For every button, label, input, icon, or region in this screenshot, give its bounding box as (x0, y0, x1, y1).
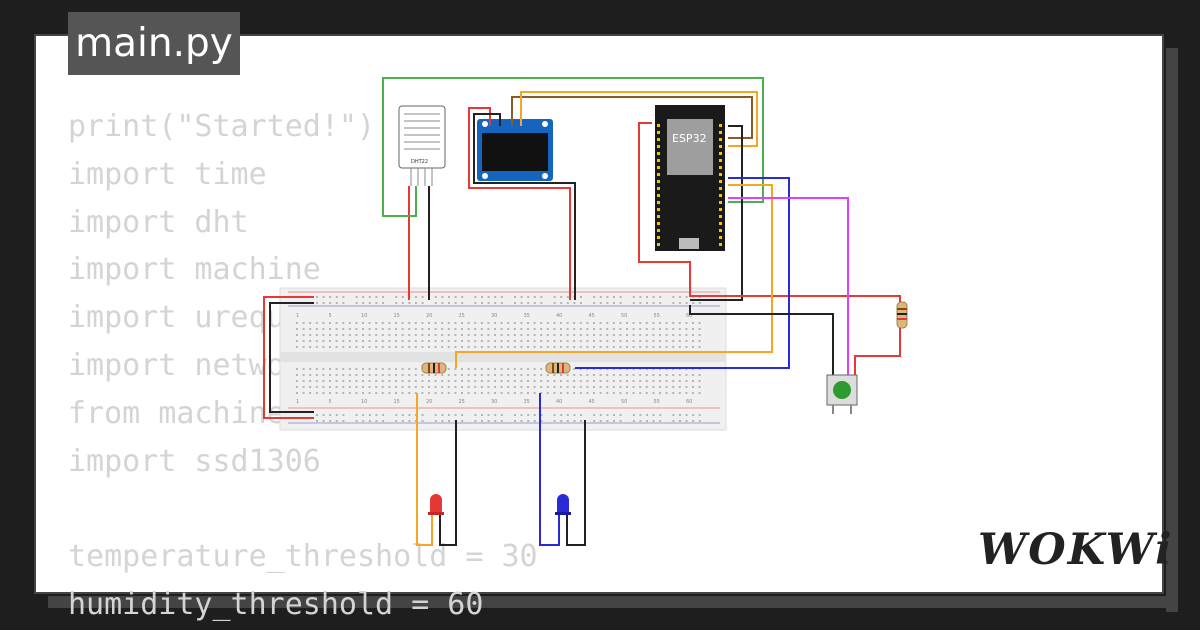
breadboard-column-number: 15 (394, 399, 400, 405)
breadboard-column-number: 50 (621, 313, 627, 319)
breadboard-column-number: 20 (426, 313, 432, 319)
breadboard-column-number: 30 (491, 399, 497, 405)
card-shadow-bottom (48, 596, 1178, 608)
breadboard-column-number: 10 (361, 313, 367, 319)
esp32-board[interactable]: ESP32 (655, 105, 725, 251)
wires (263, 77, 901, 546)
breadboard-column-number: 50 (621, 399, 627, 405)
breadboard-column-number: 25 (459, 313, 465, 319)
breadboard-column-number: 5 (329, 313, 332, 319)
resistor-right[interactable] (896, 301, 908, 329)
led-blue[interactable] (555, 494, 571, 515)
breadboard-column-number: 60 (686, 399, 692, 405)
card-shadow-right (1166, 48, 1178, 612)
breadboard-column-number: 60 (686, 313, 692, 319)
breadboard-column-number: 15 (394, 313, 400, 319)
resistor-middle[interactable] (545, 362, 571, 374)
breadboard-column-number: 1 (296, 313, 299, 319)
dht22-sensor[interactable]: DHT22 (398, 105, 446, 186)
breadboard-column-number: 35 (524, 399, 530, 405)
led-red[interactable] (428, 494, 444, 515)
breadboard-column-number: 45 (589, 399, 595, 405)
breadboard-column-number: 40 (556, 313, 562, 319)
file-tab[interactable]: main.py (68, 12, 240, 75)
oled-display[interactable] (477, 119, 553, 181)
wokwi-logo: WOKWi (978, 525, 1174, 575)
breadboard-column-number: 55 (654, 313, 660, 319)
breadboard-column-number: 45 (589, 313, 595, 319)
sensor-label: DHT22 (411, 159, 428, 165)
breadboard-column-number: 30 (491, 313, 497, 319)
breadboard-column-number: 20 (426, 399, 432, 405)
pushbutton[interactable] (826, 374, 858, 414)
resistor-left[interactable] (421, 362, 447, 374)
breadboard-column-number: 55 (654, 399, 660, 405)
breadboard-column-number: 40 (556, 399, 562, 405)
breadboard-column-number: 35 (524, 313, 530, 319)
mcu-label: ESP32 (672, 132, 707, 145)
breadboard-column-number: 1 (296, 399, 299, 405)
breadboard-column-number: 5 (329, 399, 332, 405)
breadboard-column-number: 25 (459, 399, 465, 405)
breadboard-column-number: 10 (361, 399, 367, 405)
